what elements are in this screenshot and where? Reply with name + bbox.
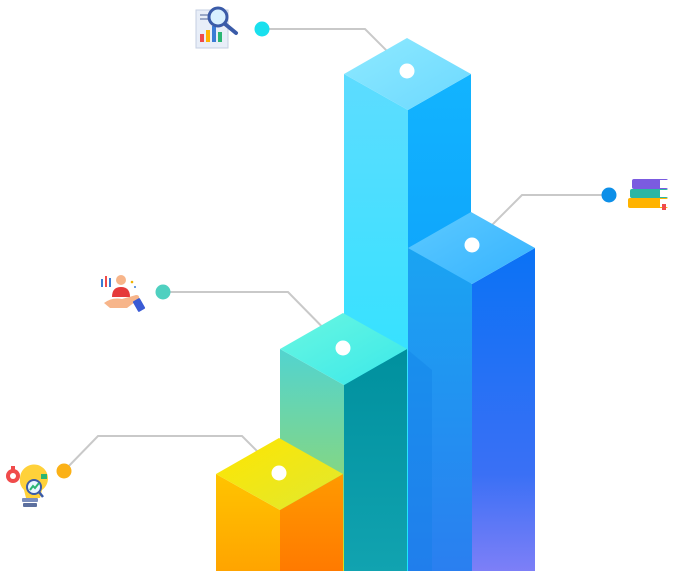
step-2-endpoint-dot: [155, 284, 171, 300]
bar-1-front: [216, 474, 280, 571]
hand-holding-person-icon: [101, 275, 146, 312]
bar-1-top-dot: [271, 465, 287, 481]
bar-2-top-dot: [335, 340, 351, 356]
bar-4-shadow: [408, 350, 432, 571]
bar-4: [408, 212, 535, 571]
report-magnifier-icon: [195, 6, 238, 49]
bar-1-side: [280, 474, 343, 571]
step-1-endpoint-dot: [56, 463, 72, 479]
bar-4-side: [472, 248, 535, 571]
bar-4-front: [408, 248, 472, 571]
bar-3-top-dot: [399, 63, 415, 79]
bar-2-side: [344, 349, 407, 571]
idea-bulb-growth-icon: [6, 464, 48, 507]
bar-4-top-dot: [464, 237, 480, 253]
step-4-endpoint-dot: [601, 187, 617, 203]
bar-top-dots: [271, 63, 480, 481]
books-stack-icon: [628, 179, 668, 210]
endpoint-dots: [56, 21, 617, 479]
step-3-endpoint-dot: [254, 21, 270, 37]
